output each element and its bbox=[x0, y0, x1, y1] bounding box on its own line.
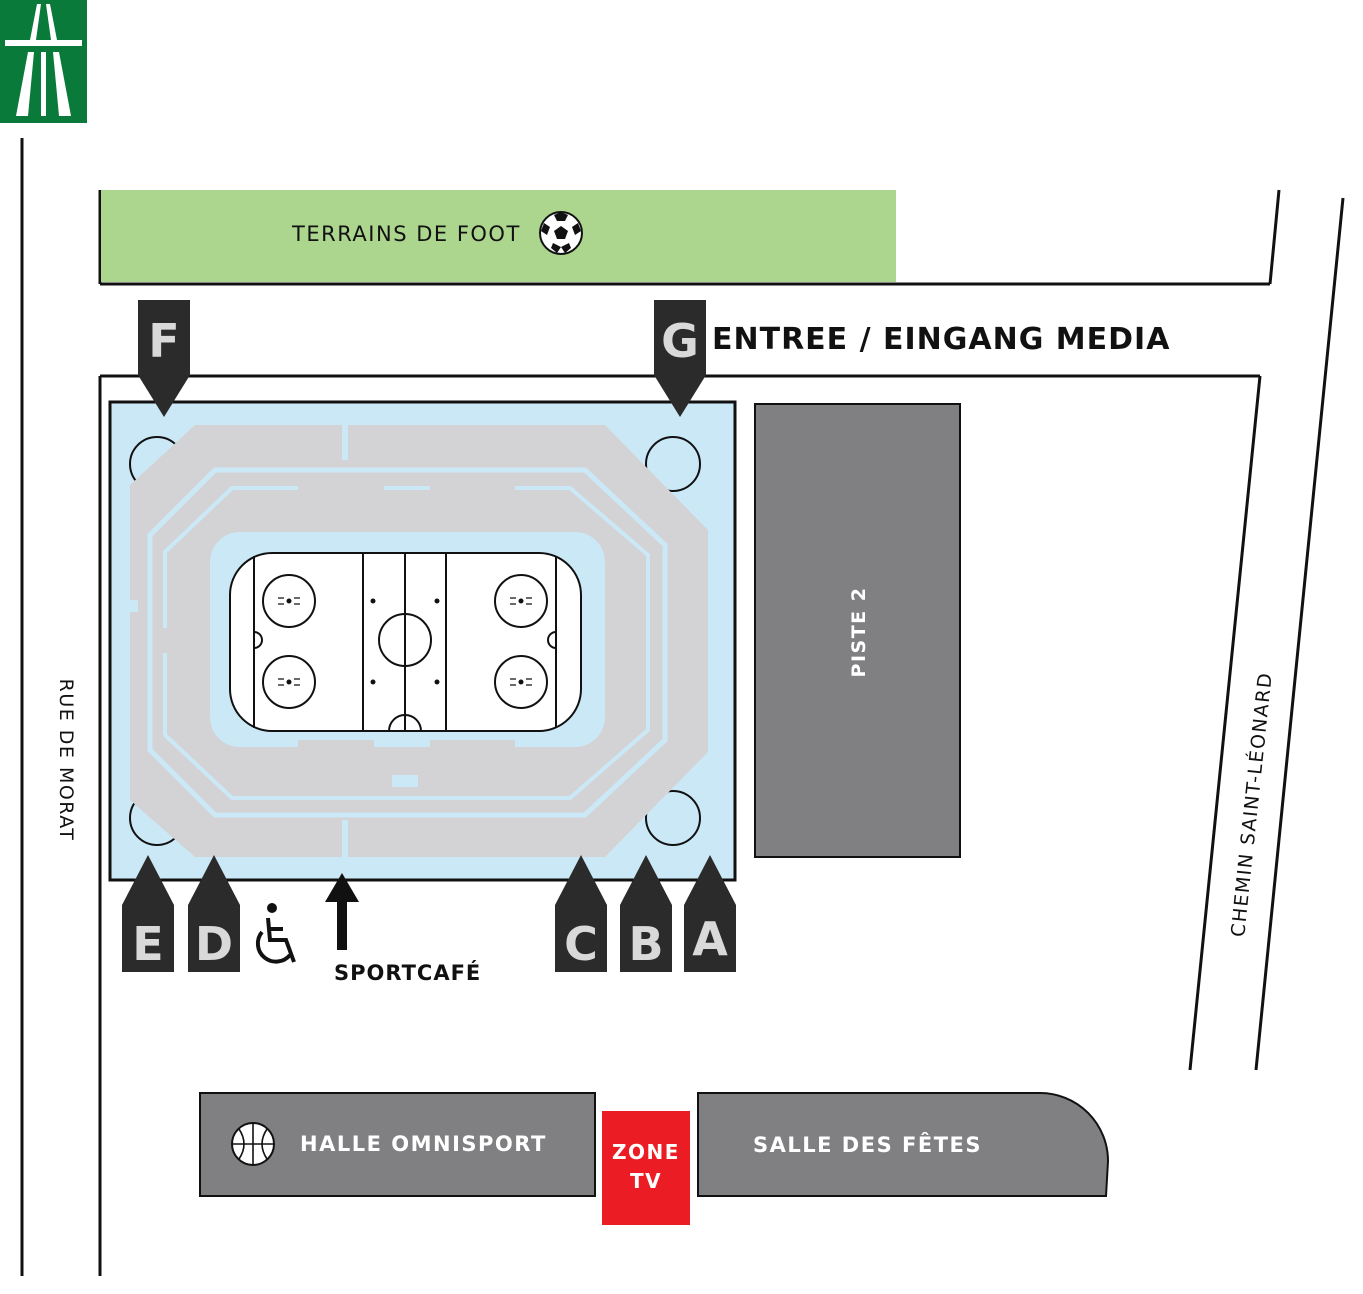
football-fields-label: TERRAINS DE FOOT bbox=[291, 222, 521, 246]
gate-d-label: D bbox=[195, 917, 233, 971]
motorway-icon bbox=[0, 0, 87, 123]
gate-c-label: C bbox=[564, 917, 598, 971]
rue-de-morat-label: RUE DE MORAT bbox=[55, 679, 77, 842]
gate-b[interactable]: B bbox=[620, 855, 672, 972]
chemin-saint-leonard-label: CHEMIN SAINT-LÉONARD bbox=[1226, 671, 1277, 938]
ice-rink bbox=[229, 552, 582, 732]
gate-c[interactable]: C bbox=[555, 855, 607, 972]
salle-des-fetes-label: SALLE DES FÊTES bbox=[753, 1132, 982, 1157]
gate-e[interactable]: E bbox=[122, 855, 174, 972]
gate-e-label: E bbox=[132, 917, 163, 971]
gate-g-label: G bbox=[661, 314, 699, 368]
sportcafe-arrow bbox=[325, 873, 359, 950]
media-entrance-label: ENTREE / EINGANG MEDIA bbox=[712, 322, 1170, 357]
soccer-ball-icon bbox=[539, 211, 583, 255]
gate-b-label: B bbox=[628, 917, 663, 971]
gate-f[interactable]: F bbox=[138, 300, 190, 417]
zone-tv bbox=[602, 1111, 690, 1225]
gate-a-label: A bbox=[692, 912, 728, 966]
salle-des-fetes-building bbox=[697, 1092, 1110, 1197]
halle-omnisport-label: HALLE OMNISPORT bbox=[300, 1132, 547, 1156]
wheelchair-icon bbox=[255, 903, 296, 964]
basketball-icon bbox=[231, 1122, 275, 1166]
piste-2-building bbox=[754, 403, 961, 858]
gate-d[interactable]: D bbox=[188, 855, 240, 972]
gate-g[interactable]: G bbox=[654, 300, 706, 417]
rink-dots bbox=[286, 598, 524, 685]
sportcafe-label: SPORTCAFÉ bbox=[334, 960, 481, 985]
football-fields bbox=[101, 190, 896, 282]
gate-a[interactable]: A bbox=[684, 855, 736, 972]
zone-tv-label-line1: ZONE bbox=[612, 1140, 680, 1164]
zone-tv-label-line2: TV bbox=[630, 1169, 662, 1193]
faceoff-marks bbox=[278, 597, 532, 686]
piste-2-label: PISTE 2 bbox=[848, 587, 870, 678]
gate-f-label: F bbox=[148, 314, 179, 368]
